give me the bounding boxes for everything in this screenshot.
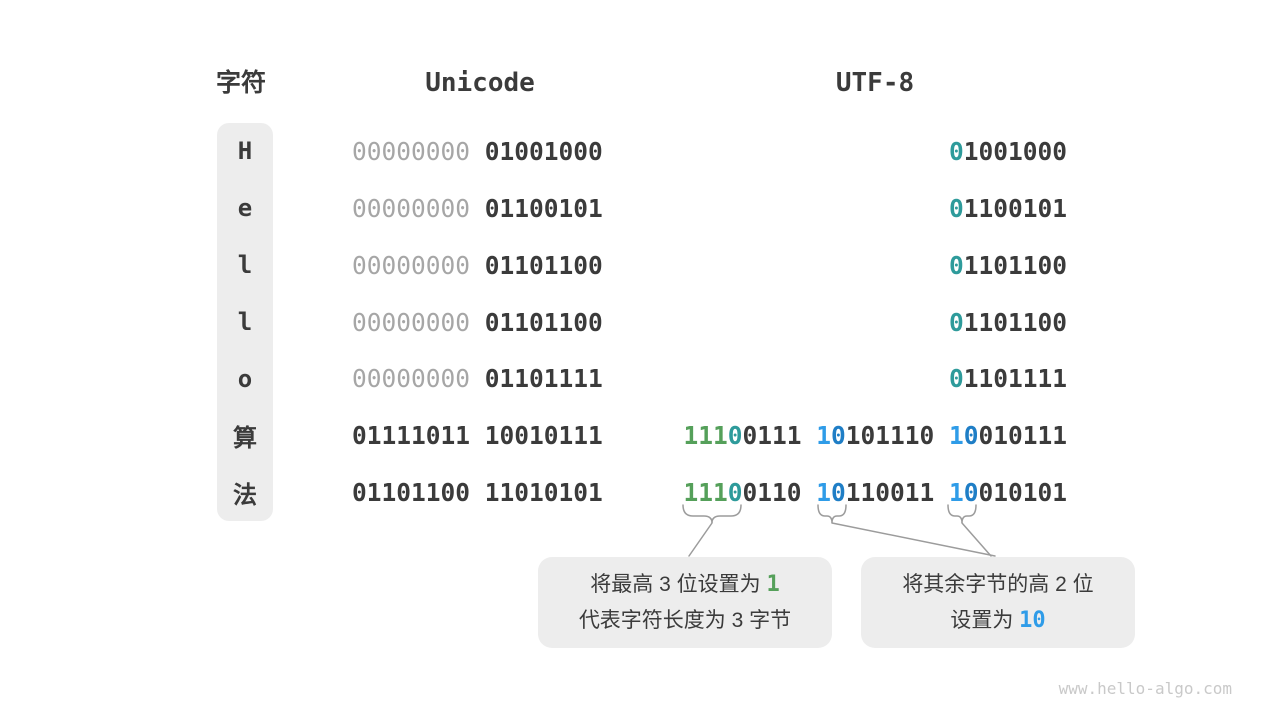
utf8-value: 11100110 10110011 10010101 [683, 464, 1067, 521]
column-header-character: 字符 [215, 69, 266, 97]
utf8-value: 11100111 10101110 10010111 [683, 407, 1067, 464]
unicode-high-byte: 01101100 [352, 478, 471, 508]
unicode-high-byte: 00000000 [352, 193, 471, 223]
char-cell: l [237, 308, 253, 336]
char-cell: H [237, 137, 253, 166]
callout-line: 将最高 3 位设置为 1 [590, 571, 780, 597]
unicode-high-byte: 00000000 [352, 364, 471, 394]
column-header-unicode: Unicode [425, 68, 535, 98]
utf8-byte: 01101100 [948, 250, 1067, 280]
watermark: www.hello-algo.com [1058, 679, 1232, 698]
unicode-value: 00000000 01101111 [352, 350, 652, 407]
unicode-low-byte: 01101100 [484, 250, 603, 280]
unicode-value: 01111011 10010111 [352, 407, 652, 464]
character-column: H e l l o 算 法 [217, 123, 273, 521]
unicode-high-byte: 01111011 [352, 421, 471, 451]
highlight-bits-10: 10 [1019, 607, 1046, 633]
utf8-byte-continuation: 10010101 [948, 478, 1067, 508]
unicode-low-byte: 01100101 [484, 193, 603, 223]
utf8-byte-continuation: 10010111 [948, 421, 1067, 451]
unicode-high-byte: 00000000 [352, 136, 471, 166]
unicode-low-byte: 01101111 [484, 364, 603, 394]
unicode-low-byte: 10010111 [484, 421, 603, 451]
unicode-low-byte: 11010101 [484, 478, 603, 508]
utf8-byte: 01101100 [948, 307, 1067, 337]
utf8-value: 01001000 [683, 123, 1067, 180]
unicode-high-byte: 00000000 [352, 307, 471, 337]
unicode-high-byte: 00000000 [352, 250, 471, 280]
unicode-value: 00000000 01101100 [352, 237, 652, 294]
utf8-byte: 01100101 [948, 193, 1067, 223]
utf8-byte-leading: 11100111 [683, 421, 802, 451]
callout-line: 代表字符长度为 3 字节 [578, 608, 792, 632]
callout-leading-byte: 将最高 3 位设置为 1 代表字符长度为 3 字节 [538, 557, 832, 648]
char-cell: e [237, 194, 253, 223]
utf8-byte-leading: 11100110 [683, 478, 802, 508]
char-cell: 算 [233, 424, 257, 453]
utf8-value: 01100101 [683, 180, 1067, 237]
highlight-bit-1: 1 [766, 571, 780, 597]
callout-line: 将其余字节的高 2 位 [902, 572, 1094, 596]
char-cell: o [237, 364, 253, 393]
unicode-value: 01101100 11010101 [352, 464, 652, 521]
utf8-byte-continuation: 10110011 [816, 478, 935, 508]
unicode-value: 00000000 01100101 [352, 180, 652, 237]
char-cell: 法 [233, 481, 257, 510]
utf8-byte: 01101111 [948, 364, 1067, 394]
column-header-utf8: UTF-8 [835, 68, 915, 98]
utf8-byte-continuation: 10101110 [816, 421, 935, 451]
connector-to-right-callout-b [961, 522, 992, 557]
utf8-value: 01101100 [683, 237, 1067, 294]
utf8-byte: 01001000 [948, 136, 1067, 166]
callout-continuation-bytes: 将其余字节的高 2 位 设置为 10 [861, 557, 1135, 648]
connector-to-right-callout-a [831, 522, 996, 557]
unicode-value: 00000000 01001000 [352, 123, 652, 180]
unicode-low-byte: 01001000 [484, 136, 603, 166]
connector-to-left-callout [688, 522, 713, 557]
utf8-column: 01001000 01100101 01101100 01101100 0110… [683, 123, 1067, 521]
utf8-value: 01101111 [683, 350, 1067, 407]
unicode-low-byte: 01101100 [484, 307, 603, 337]
char-cell: l [237, 251, 253, 280]
utf8-value: 01101100 [683, 294, 1067, 351]
callout-line: 设置为 10 [950, 607, 1046, 633]
unicode-value: 00000000 01101100 [352, 294, 652, 351]
unicode-column: 00000000 01001000 00000000 01100101 000000… [352, 123, 652, 521]
